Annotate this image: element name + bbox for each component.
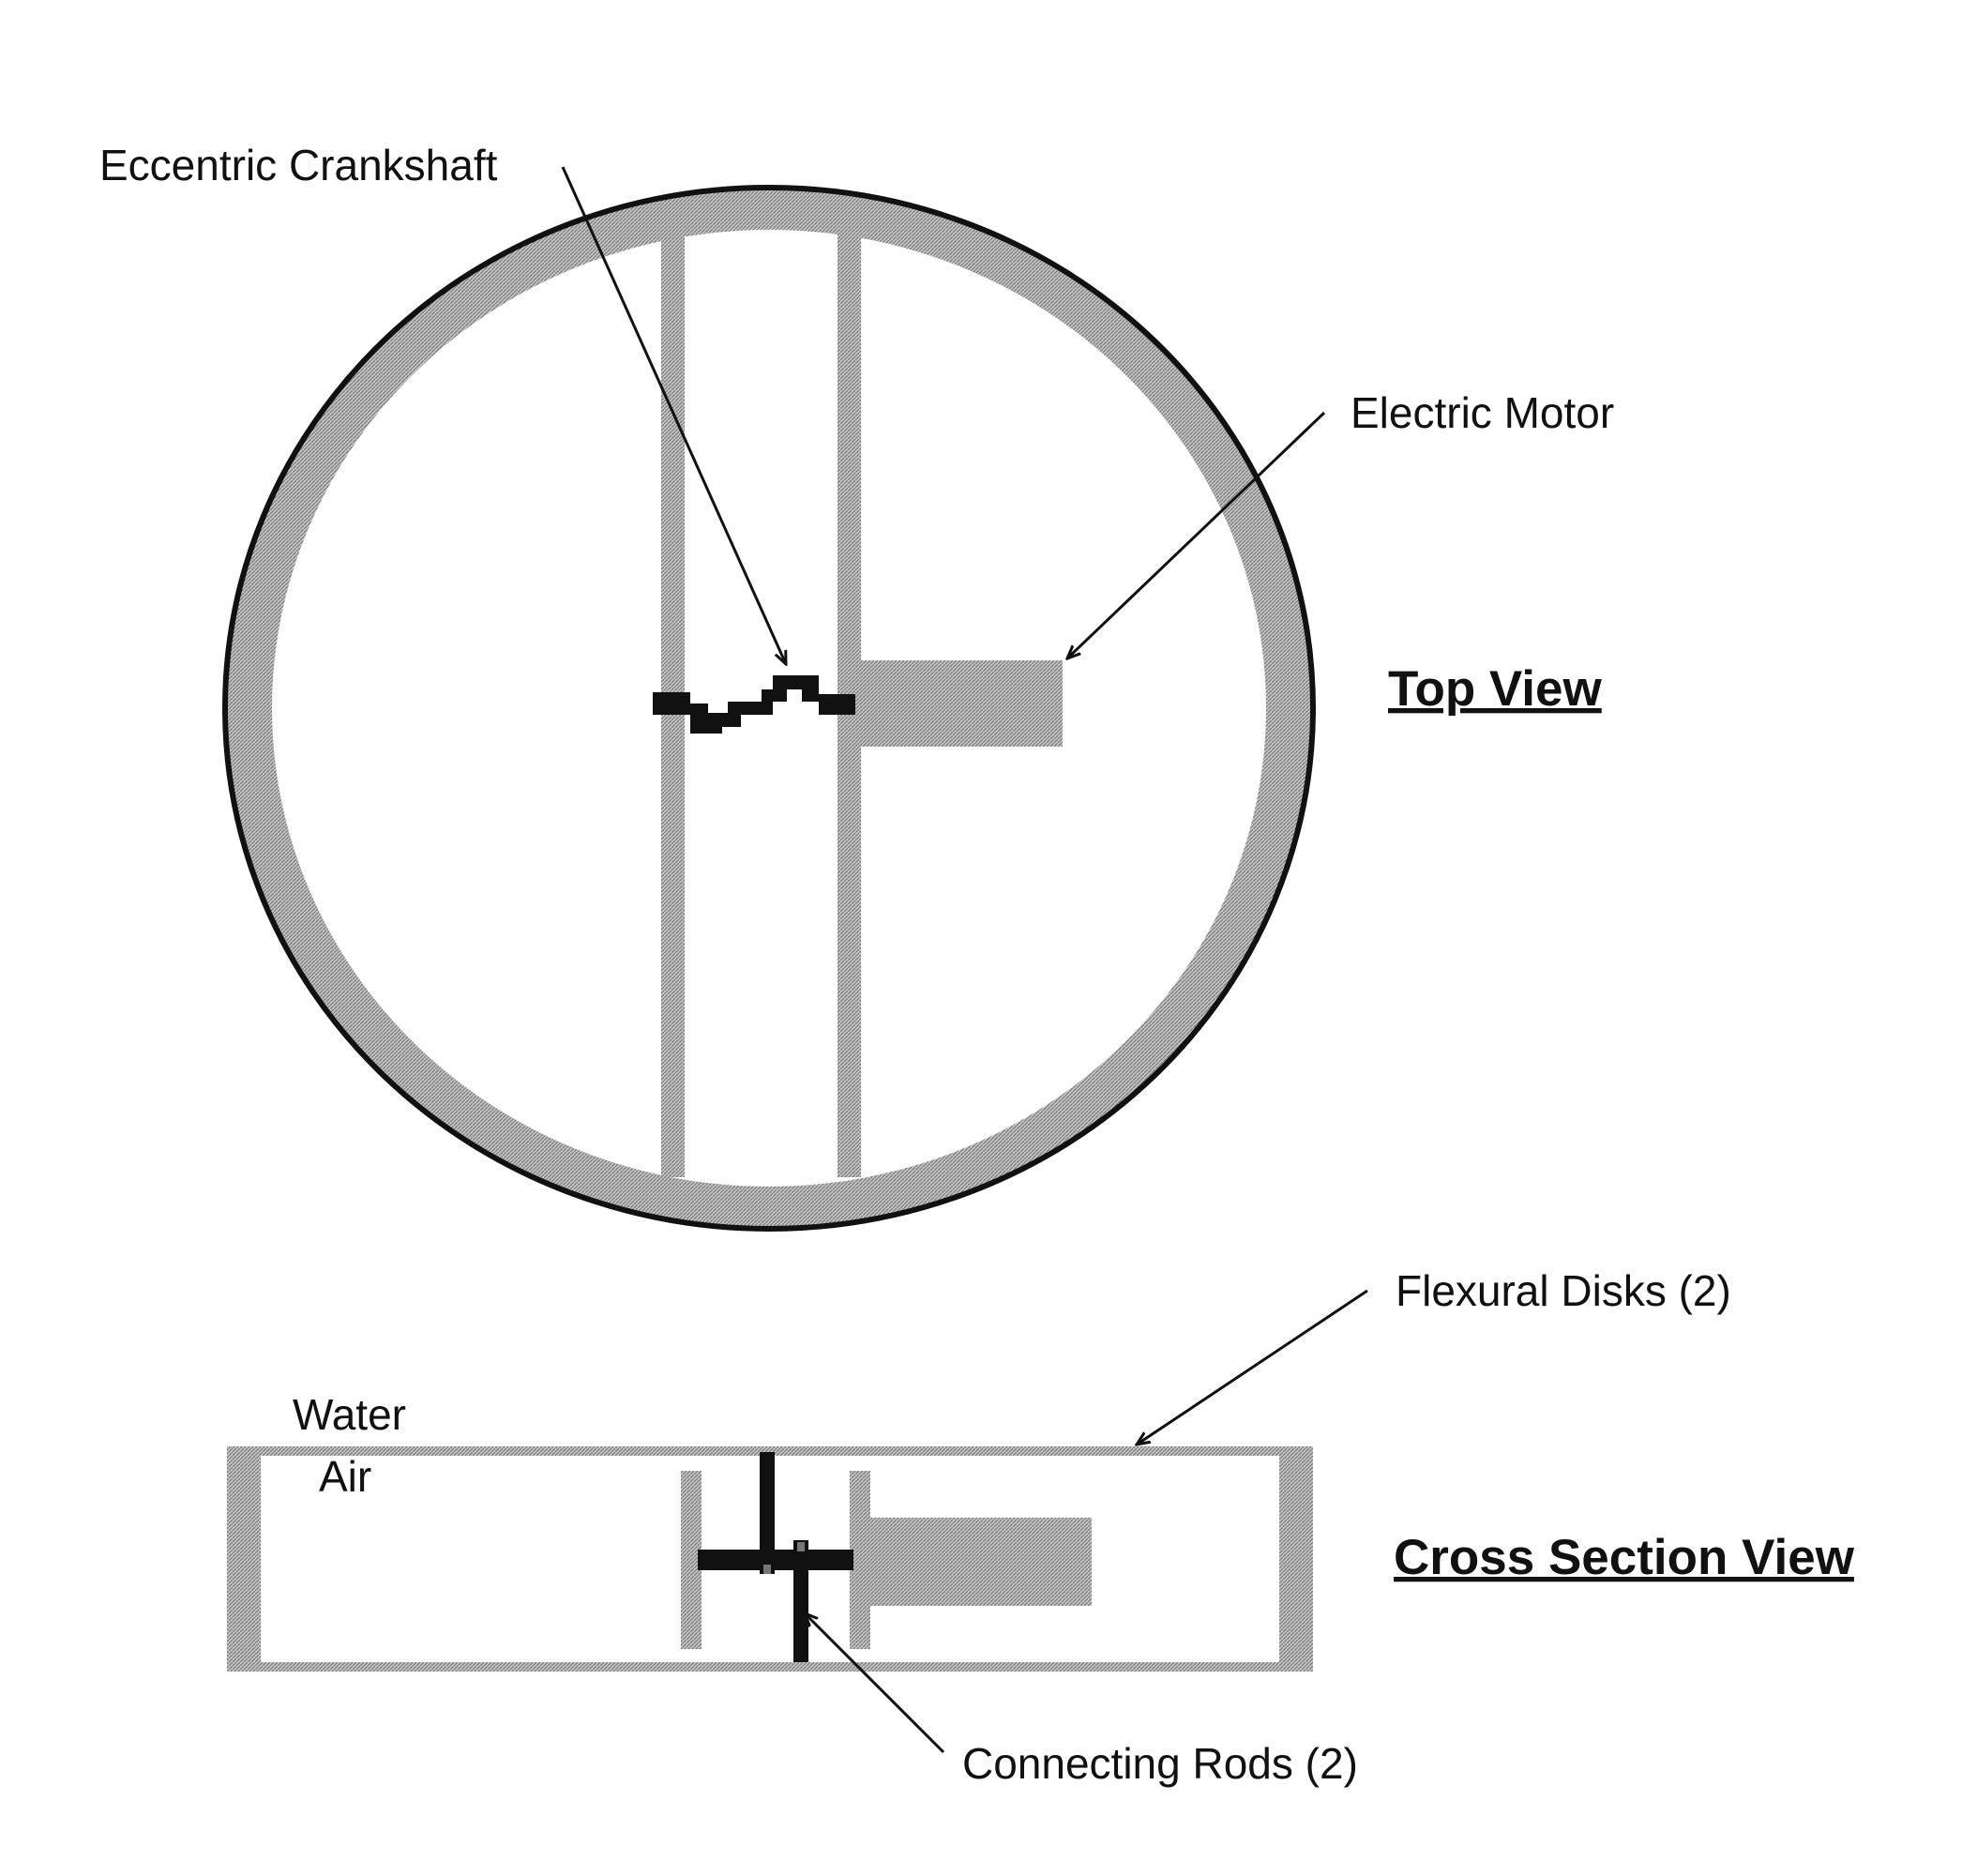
connecting-rod-upper bbox=[760, 1452, 775, 1574]
eccentric-crankshaft-label: Eccentric Crankshaft bbox=[99, 141, 498, 189]
connecting-rod-upper-inner bbox=[763, 1565, 771, 1574]
cross-section-crankshaft bbox=[698, 1550, 853, 1570]
connecting-rod-lower-inner bbox=[797, 1542, 805, 1551]
housing-bottom-wall bbox=[227, 1662, 1313, 1672]
flexural-disks-leader bbox=[1137, 1291, 1367, 1445]
electric-motor-block bbox=[861, 660, 1063, 747]
connecting-rods-leader bbox=[805, 1613, 943, 1752]
top-view-heading: Top View bbox=[1388, 661, 1603, 717]
housing-left-wall bbox=[227, 1446, 261, 1672]
connecting-rod-lower bbox=[793, 1540, 808, 1662]
water-label: Water bbox=[293, 1390, 406, 1439]
flexural-disks-label: Flexural Disks (2) bbox=[1396, 1266, 1731, 1315]
top-view bbox=[225, 188, 1313, 1229]
cross-section-view-heading: Cross Section View bbox=[1394, 1530, 1855, 1585]
housing-right-wall bbox=[1279, 1446, 1313, 1672]
connecting-rods-label: Connecting Rods (2) bbox=[962, 1739, 1358, 1788]
electric-motor-label: Electric Motor bbox=[1351, 388, 1614, 437]
cross-section-view bbox=[227, 1446, 1313, 1672]
cross-section-motor bbox=[870, 1518, 1092, 1606]
air-label: Air bbox=[319, 1452, 371, 1501]
